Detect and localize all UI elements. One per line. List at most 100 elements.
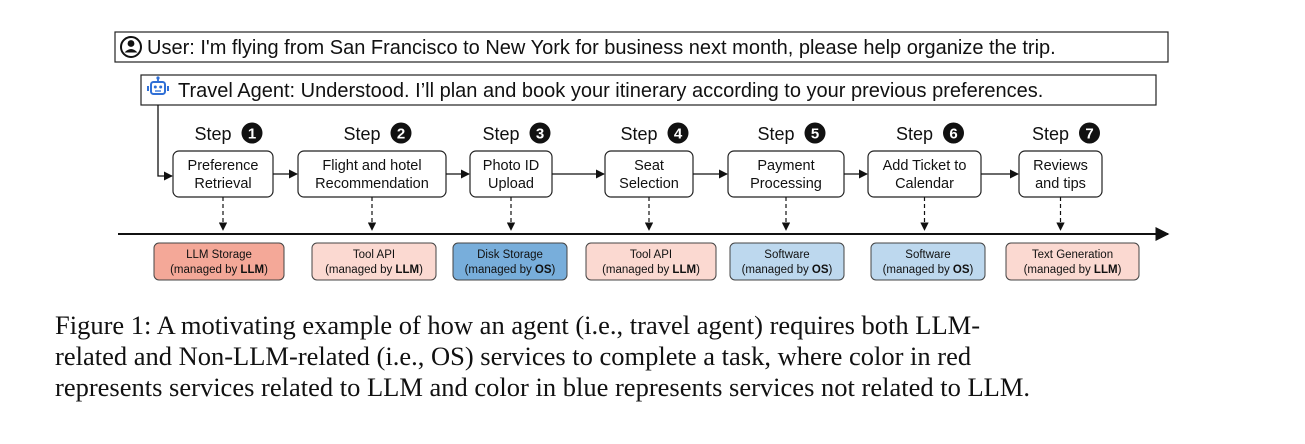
service-box: Tool API (managed by LLM) <box>311 242 437 281</box>
step-number-badge: 5 <box>804 122 826 144</box>
service-owner: OS <box>535 264 552 276</box>
service-manager-prefix: (managed by <box>170 264 240 276</box>
step-box-text: Recommendation <box>315 176 429 192</box>
service-manager-suffix: ) <box>829 264 833 276</box>
step-label: Step <box>482 124 519 144</box>
service-manager: (managed by OS) <box>465 264 556 276</box>
service-owner: LLM <box>240 264 264 276</box>
step-label: Step <box>194 124 231 144</box>
service-box-bg <box>585 242 717 281</box>
step-number-badge: 3 <box>529 122 551 144</box>
service-title: Text Generation <box>1032 249 1113 261</box>
step-number: 7 <box>1085 126 1093 143</box>
step-box-text: and tips <box>1035 176 1086 192</box>
service-box-bg <box>729 242 845 281</box>
service-title: Software <box>905 249 950 261</box>
step-box-text: Calendar <box>895 176 954 192</box>
service-manager-suffix: ) <box>696 264 700 276</box>
robot-icon <box>147 76 169 95</box>
step-number-badge: 7 <box>1079 122 1100 144</box>
service-title: Tool API <box>353 249 395 261</box>
service-manager: (managed by LLM) <box>1024 264 1122 276</box>
step-box-text: Payment <box>757 158 814 174</box>
step-box-text: Processing <box>750 176 822 192</box>
step-box-text: Upload <box>488 176 534 192</box>
service-manager-suffix: ) <box>970 264 974 276</box>
service-manager: (managed by OS) <box>742 264 833 276</box>
service-manager-prefix: (managed by <box>602 264 672 276</box>
service-title: LLM Storage <box>186 249 252 261</box>
step-number: 5 <box>811 126 819 143</box>
step-label: Step <box>757 124 794 144</box>
step-label: Step <box>620 124 657 144</box>
agent-to-step-connector <box>157 105 173 181</box>
step-box-text: Preference <box>188 158 259 174</box>
agent-message-text: Travel Agent: Understood. I’ll plan and … <box>178 80 1043 102</box>
service-box: Disk Storage (managed by OS) <box>452 242 568 281</box>
service-box: Text Generation (managed by LLM) <box>1005 242 1140 281</box>
step-label: Step <box>896 124 933 144</box>
step-box-text: Seat <box>634 158 664 174</box>
figure-caption: Figure 1: A motivating example of how an… <box>55 310 1255 403</box>
service-owner: OS <box>953 264 970 276</box>
step-number: 1 <box>248 126 256 143</box>
user-message-box <box>114 31 1169 63</box>
service-title: Tool API <box>630 249 672 261</box>
service-manager: (managed by LLM) <box>325 264 423 276</box>
user-message-text: User: I'm flying from San Francisco to N… <box>147 37 1056 59</box>
agent-message: Travel Agent: Understood. I’ll plan and … <box>140 74 1157 106</box>
step-label: Step <box>1032 124 1069 144</box>
step-box-text: Selection <box>619 176 679 192</box>
service-box: LLM Storage (managed by LLM) <box>153 242 285 281</box>
step-number-badge: 2 <box>390 122 412 144</box>
step-box-text: Retrieval <box>194 176 251 192</box>
step-box-text: Add Ticket to <box>883 158 967 174</box>
step-number: 6 <box>949 126 957 143</box>
caption-line-1: Figure 1: A motivating example of how an… <box>55 310 981 340</box>
services-layer: LLM Storage (managed by LLM) Tool API (mana… <box>153 242 1140 281</box>
service-box: Software(managed by OS) <box>729 242 845 281</box>
service-manager: (managed by LLM) <box>602 264 700 276</box>
service-box: Tool API (managed by LLM) <box>585 242 717 281</box>
step-box-text: Reviews <box>1033 158 1088 174</box>
step-number: 2 <box>397 126 405 143</box>
service-manager-prefix: (managed by <box>465 264 535 276</box>
service-manager: (managed by OS) <box>883 264 974 276</box>
service-manager: (managed by LLM) <box>170 264 268 276</box>
service-manager-prefix: (managed by <box>325 264 395 276</box>
step-box-text: Flight and hotel <box>322 158 421 174</box>
service-manager-suffix: ) <box>1118 264 1122 276</box>
service-title: Disk Storage <box>477 249 543 261</box>
step-number: 4 <box>674 126 683 143</box>
step-number-badge: 4 <box>667 122 689 144</box>
agent-message-box <box>140 74 1157 106</box>
step-number-badge: 1 <box>241 122 263 144</box>
service-box-bg <box>153 242 285 281</box>
step-number: 3 <box>536 126 544 143</box>
service-owner: OS <box>812 264 829 276</box>
service-manager-prefix: (managed by <box>1024 264 1094 276</box>
service-box-bg <box>311 242 437 281</box>
service-manager-suffix: ) <box>264 264 268 276</box>
user-icon <box>120 36 142 58</box>
caption-line-3: represents services related to LLM and c… <box>55 372 1031 402</box>
service-owner: LLM <box>1094 264 1118 276</box>
caption-line-2: related and Non-LLM-related (i.e., OS) s… <box>55 341 972 371</box>
service-owner: LLM <box>395 264 419 276</box>
step-box-text: Photo ID <box>483 158 539 174</box>
service-box-bg <box>452 242 568 281</box>
user-message: User: I'm flying from San Francisco to N… <box>114 31 1169 63</box>
service-manager-suffix: ) <box>552 264 556 276</box>
service-box-bg <box>870 242 986 281</box>
service-owner: LLM <box>672 264 696 276</box>
step-number-badge: 6 <box>943 122 964 144</box>
service-manager-prefix: (managed by <box>883 264 953 276</box>
